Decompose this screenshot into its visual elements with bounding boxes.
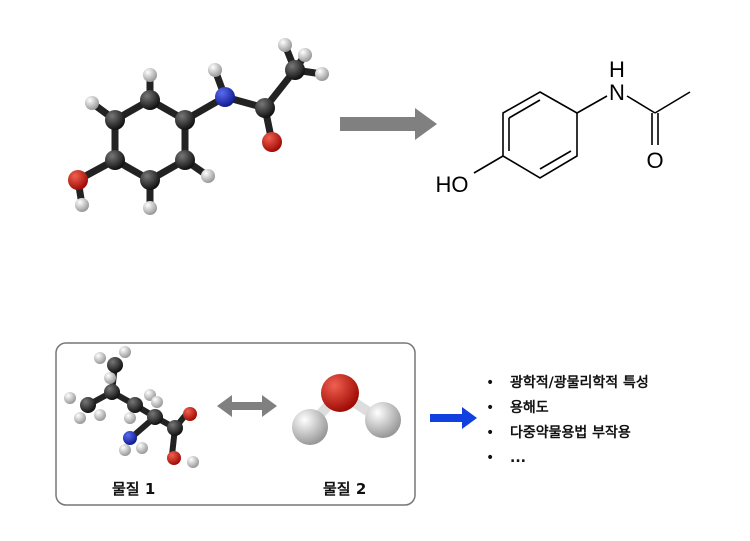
property-list: 광학적/광물리학적 특성 용해도 다중약물용법 부작용 ... (486, 372, 649, 472)
property-item: 다중약물용법 부작용 (486, 422, 649, 447)
interaction-box (55, 342, 416, 506)
interaction-double-arrow (217, 395, 277, 417)
conversion-arrow (340, 108, 437, 140)
hydrogen-label: H (609, 57, 625, 82)
skeletal-formula (473, 91, 691, 179)
aromatic-ring-dashes (124, 111, 176, 169)
property-item: 용해도 (486, 397, 649, 422)
substance1-label: 물질 1 (112, 480, 156, 498)
property-item: 광학적/광물리학적 특성 (486, 372, 649, 397)
substance1-3d-model (64, 346, 199, 468)
substance2-3d-model (292, 374, 401, 445)
nitrogen-label: N (609, 80, 625, 105)
property-item: ... (486, 447, 649, 472)
result-arrow (430, 407, 477, 429)
substance2-label: 물질 2 (323, 480, 367, 498)
paracetamol-atoms (68, 38, 329, 215)
hydroxyl-label: HO (436, 172, 469, 197)
oxygen-label: O (646, 148, 663, 173)
